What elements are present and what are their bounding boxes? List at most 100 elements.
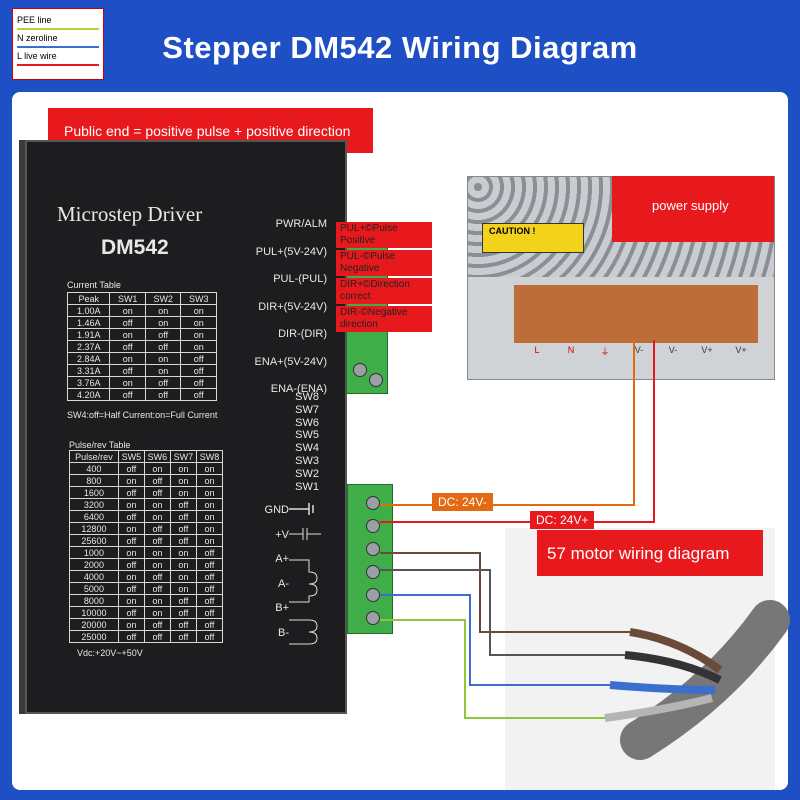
table-cell: 4.20A [66, 388, 111, 401]
table-cell: off [195, 630, 224, 643]
motor-lead-blue [609, 681, 716, 694]
pin-label: +V [275, 528, 289, 541]
legend-line-n [17, 46, 99, 48]
legend-line-l [17, 64, 99, 66]
terminal-screw [353, 363, 367, 377]
power-supply-terminals: L N ⏚ V- V- V+ V+ [522, 345, 762, 363]
wire-a-plus [380, 552, 630, 633]
driver-pin-symbols [289, 503, 321, 645]
terminal-screw [366, 542, 380, 556]
pin-label: SW1 [295, 480, 319, 493]
signal-tag: PUL-©Pulse Negative [336, 250, 432, 276]
legend-label-l: L live wire [17, 51, 57, 61]
pin-label: SW4 [295, 442, 319, 455]
table-cell: off [180, 376, 217, 389]
banner-text: Public end = positive pulse + positive d… [64, 123, 351, 139]
dc-positive-tag: DC: 24V+ [530, 511, 595, 529]
header: Stepper DM542 Wiring Diagram [0, 0, 800, 95]
sw4-note: SW4:off=Half Current:on=Full Current [67, 410, 218, 420]
motor-lead-gray [604, 694, 713, 722]
caution-text: CAUTION ! [489, 226, 536, 236]
wire-a-minus [380, 569, 625, 656]
terminal-screw [369, 373, 383, 387]
pin-label: SW2 [295, 467, 319, 480]
signal-tag: PUL+©Pulse Positive [336, 222, 432, 248]
terminal-screw [366, 519, 380, 533]
power-terminal-label: N [567, 345, 575, 355]
current-table-label: Current Table [67, 280, 121, 290]
dm542-driver: Microstep Driver DM542 Current Table Pea… [25, 140, 347, 714]
pin-label: B+ [275, 602, 289, 614]
pin-label: GND [264, 504, 289, 516]
motor-cable [620, 600, 790, 760]
power-terminal-label: L [534, 345, 540, 355]
wire-b-minus [380, 619, 605, 719]
pulse-table-label: Pulse/rev Table [69, 440, 131, 450]
dc-negative-tag: DC: 24V- [432, 493, 493, 511]
motor-lead-brown [629, 628, 723, 674]
power-terminal-label: ⏚ [600, 347, 610, 357]
caution-label: CAUTION ! [482, 223, 584, 253]
pin-label: SW6 [295, 416, 319, 429]
legend-label-n: N zeroline [17, 33, 58, 43]
pin-label: SW5 [295, 429, 319, 442]
motor-label: 57 motor wiring diagram [547, 544, 730, 563]
pin-label: SW7 [295, 403, 319, 416]
terminal-screw [366, 496, 380, 510]
wire-legend: PEE line N zeroline L live wire [12, 8, 104, 80]
power-supply-tag: power supply [612, 176, 774, 242]
pin-label: PUL+(5V-24V) [255, 245, 327, 258]
wire-dc-negative [380, 340, 635, 506]
pin-label: DIR-(DIR) [278, 328, 327, 340]
table-cell: 25000 [69, 630, 119, 643]
legend-line-pee [17, 28, 99, 30]
pin-label: A+ [275, 553, 289, 565]
motor-lead-black [624, 651, 722, 684]
motor-label-tag: 57 motor wiring diagram [537, 530, 763, 576]
pin-label: B- [278, 626, 289, 639]
pin-label: ENA-(ENA) [270, 383, 327, 395]
wire-dc-positive [380, 340, 655, 523]
wire-b-plus [380, 594, 610, 686]
pin-label: SW8 [295, 391, 319, 403]
table-cell: off [180, 388, 217, 401]
driver-heading: Microstep Driver [57, 202, 203, 226]
power-terminal-label: V+ [735, 345, 747, 355]
terminal-screw [366, 565, 380, 579]
pin-label: PUL-(PUL) [273, 273, 327, 285]
power-terminal-label: V- [668, 345, 678, 355]
pin-label: A- [278, 577, 289, 590]
pin-label: PWR/ALM [275, 218, 327, 230]
pin-label: DIR+(5V-24V) [258, 300, 327, 313]
pin-label: ENA+(5V-24V) [254, 355, 327, 368]
vdc-note: Vdc:+20V~+50V [77, 648, 143, 658]
driver-model: DM542 [101, 236, 169, 259]
power-supply-label: power supply [652, 198, 729, 213]
terminal-screw [366, 588, 380, 602]
power-terminal-label: V- [634, 345, 644, 355]
terminal-cover [514, 285, 758, 343]
terminal-screw [366, 611, 380, 625]
signal-tag: DIR+©Direction correct [336, 278, 432, 304]
table-cell: off [109, 388, 146, 401]
legend-label-pee: PEE line [17, 15, 52, 25]
page-title: Stepper DM542 Wiring Diagram [162, 30, 638, 65]
table-cell: off [169, 630, 197, 643]
pin-label: SW3 [295, 455, 319, 467]
power-terminal-label: V+ [701, 345, 713, 355]
